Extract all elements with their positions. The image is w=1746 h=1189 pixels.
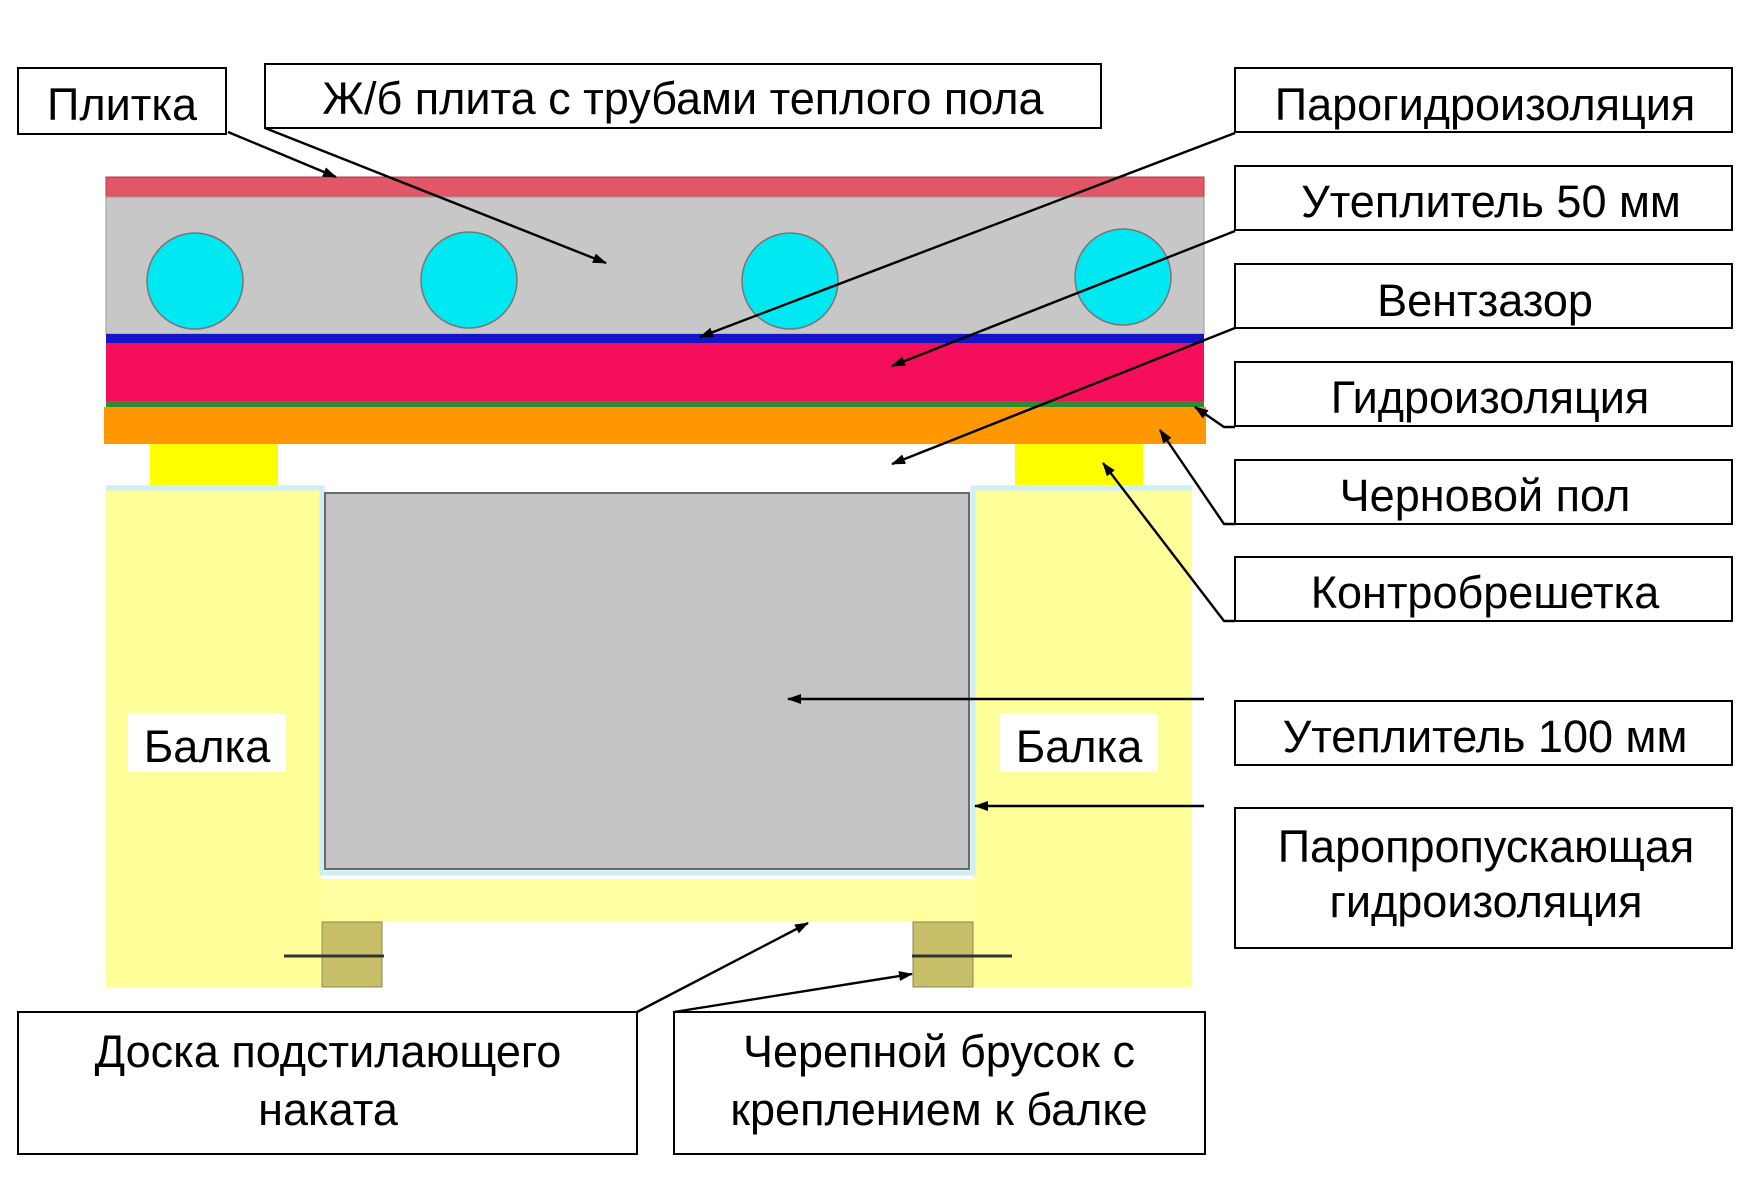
slab-layer: [105, 196, 1205, 335]
counter-batten: [150, 444, 278, 485]
insulation-50-label: Утеплитель 50 мм: [1301, 176, 1681, 227]
subfloor-arrow: [1159, 429, 1235, 526]
insulation-100-layer: [324, 492, 970, 870]
underlay-board-label-line-1: Доска подстилающего: [95, 1026, 562, 1077]
counter-batten-label: Контробрешетка: [1311, 567, 1661, 618]
cranial-bar-arrow: [673, 971, 913, 1014]
subfloor-label: Черновой пол: [1340, 470, 1631, 521]
membrane-label-line-1: Паропропускающая: [1278, 821, 1695, 872]
vent-gap-label: Вентзазор: [1377, 275, 1593, 326]
cranial-bar-label-box: [673, 1011, 1206, 1155]
beam-left-label-bg: [128, 714, 286, 772]
leader-lines: [227, 126, 1236, 1014]
insulation-50-label-box: [1234, 165, 1733, 231]
waterproofing-layer: [106, 401, 1204, 407]
counter-battens: [150, 444, 1143, 485]
tile-label-box: [17, 67, 227, 135]
underlay-board: [321, 879, 975, 922]
membrane-label-line-2: гидроизоляция: [1329, 876, 1642, 927]
beam-right-label: Балка: [1016, 721, 1143, 772]
waterproofing-label: Гидроизоляция: [1331, 372, 1650, 423]
vent-gap-label-box: [1234, 263, 1733, 329]
underlay-board-arrow: [636, 921, 809, 1014]
insulation-50-layer: [106, 343, 1204, 401]
subfloor-board-assembly: [284, 879, 1012, 988]
insulation-100-block: [106, 485, 1192, 876]
vapor-barrier-label-box: [1234, 67, 1733, 133]
floor-layers: [104, 176, 1206, 444]
counter-batten-label-box: [1234, 556, 1733, 622]
beams: Балка Балка: [106, 485, 1192, 987]
underlay-board-label-line-2: наката: [258, 1084, 399, 1135]
slab-label: Ж/б плита с трубами теплого пола: [322, 73, 1044, 124]
counter-batten-arrow: [1102, 462, 1235, 623]
vapor-barrier-label: Парогидроизоляция: [1275, 79, 1696, 130]
vapor-barrier-arrow: [699, 131, 1236, 339]
insulation-50-arrow: [891, 229, 1236, 368]
slab-label-box: [264, 63, 1102, 129]
tile-label: Плитка: [47, 79, 198, 130]
heating-pipe: [146, 232, 244, 330]
cranial-bar-label-line-2: креплением к балке: [730, 1084, 1147, 1135]
slab-arrow: [264, 126, 607, 265]
waterproofing-label-box: [1234, 361, 1733, 427]
subfloor-layer: [104, 407, 1206, 444]
counter-batten: [1015, 444, 1143, 485]
membrane-label-box: [1234, 807, 1733, 949]
beam-left-label: Балка: [144, 721, 271, 772]
heating-pipe: [1074, 228, 1172, 326]
underlay-board-label-box: [17, 1011, 638, 1155]
insulation-100-label: Утеплитель 100 мм: [1283, 711, 1688, 762]
heating-pipe: [420, 231, 518, 329]
vapor-barrier-layer: [106, 334, 1204, 343]
membrane-outline: [106, 485, 1192, 876]
insulation-100-label-box: [1234, 700, 1733, 766]
waterproofing-arrow: [1194, 406, 1235, 429]
vent-gap-arrow: [891, 326, 1236, 466]
callout-labels: Плитка Ж/б плита с трубами теплого пола …: [17, 63, 1733, 1155]
cranial-bar-label-line-1: Черепной брусок с: [743, 1026, 1135, 1077]
heating-pipe: [741, 232, 839, 330]
tile-arrow: [227, 130, 337, 179]
tile-layer: [105, 176, 1205, 198]
subfloor-label-box: [1234, 459, 1733, 525]
beam-right-label-bg: [1000, 714, 1158, 772]
